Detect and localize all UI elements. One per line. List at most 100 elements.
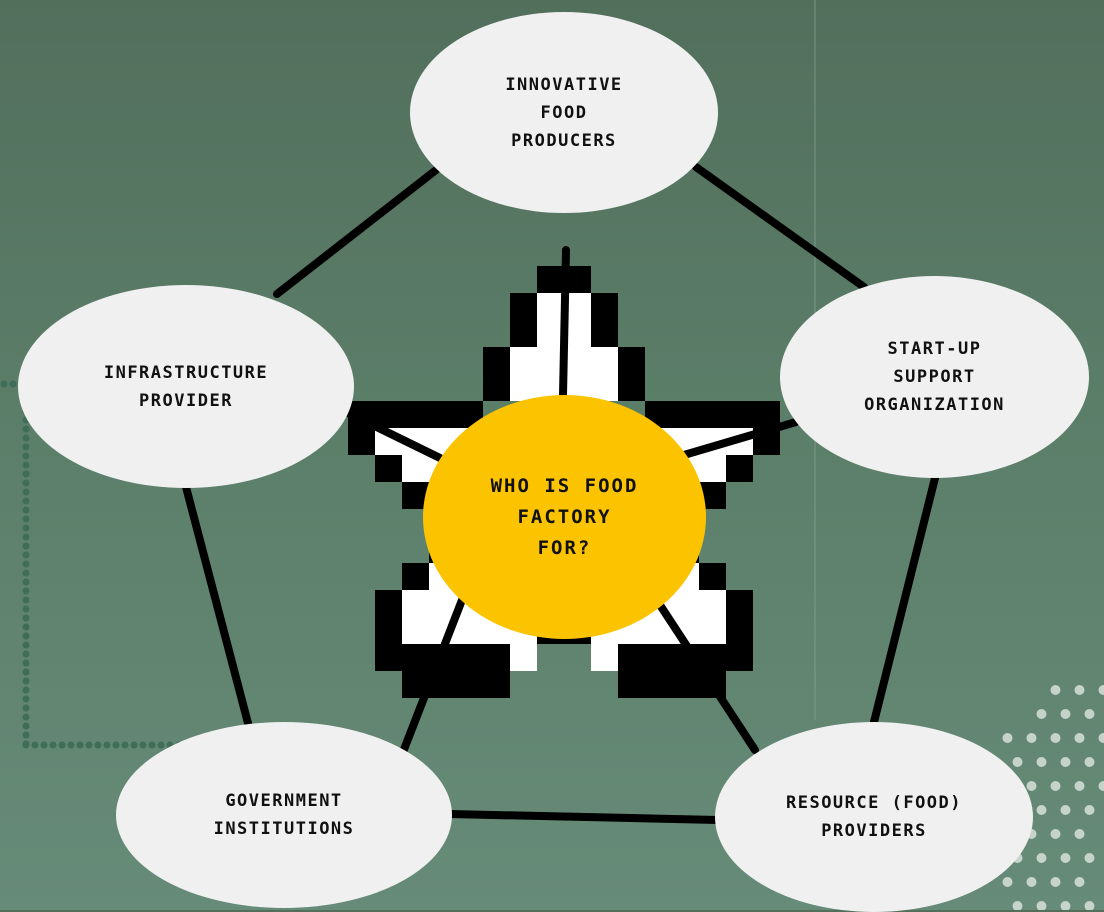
star-pixel bbox=[375, 590, 402, 617]
decor-dot bbox=[23, 624, 30, 631]
decor-dot bbox=[104, 742, 111, 749]
decor-dot bbox=[1075, 877, 1085, 887]
decor-dot bbox=[23, 498, 30, 505]
decor-dot bbox=[23, 732, 30, 739]
star-pixel bbox=[483, 347, 510, 374]
decor-dot bbox=[1085, 805, 1095, 815]
decor-dot bbox=[1013, 901, 1023, 910]
decor-dot bbox=[1037, 709, 1047, 719]
decor-dot bbox=[32, 742, 39, 749]
decor-dot bbox=[1037, 853, 1047, 863]
star-pixel bbox=[375, 617, 402, 644]
decor-dot bbox=[1061, 853, 1071, 863]
decor-dot bbox=[131, 742, 138, 749]
star-pixel bbox=[591, 320, 618, 347]
star-pixel bbox=[348, 428, 375, 455]
decor-dot bbox=[122, 742, 129, 749]
decor-dot bbox=[23, 453, 30, 460]
node-label: RESOURCE (FOOD) PROVIDERS bbox=[786, 789, 962, 845]
node-resource-food-providers: RESOURCE (FOOD) PROVIDERS bbox=[715, 722, 1033, 912]
decor-dot bbox=[140, 742, 147, 749]
star-pixel bbox=[375, 455, 402, 482]
decor-dot bbox=[23, 507, 30, 514]
decor-dot bbox=[1051, 733, 1061, 743]
star-pixel bbox=[591, 293, 618, 320]
star-pixel bbox=[618, 374, 645, 401]
decor-dot bbox=[59, 742, 66, 749]
decor-dot bbox=[1099, 733, 1104, 743]
star-pixel bbox=[699, 563, 726, 590]
star-pixel bbox=[591, 644, 618, 671]
edge-left-bottomleft bbox=[186, 487, 249, 727]
decor-dot bbox=[23, 633, 30, 640]
decor-dot bbox=[1061, 709, 1071, 719]
star-pixel bbox=[618, 347, 645, 374]
node-government-institutions: GOVERNMENT INSTITUTIONS bbox=[116, 722, 452, 908]
decor-dot bbox=[23, 516, 30, 523]
decor-dot bbox=[1085, 757, 1095, 767]
decor-dot bbox=[68, 742, 75, 749]
decor-dot bbox=[23, 588, 30, 595]
decor-dot bbox=[23, 642, 30, 649]
decor-dot bbox=[23, 696, 30, 703]
decor-dot bbox=[23, 651, 30, 658]
decor-dot bbox=[23, 705, 30, 712]
decor-dot bbox=[1061, 757, 1071, 767]
decor-dot bbox=[23, 714, 30, 721]
decor-dot bbox=[23, 534, 30, 541]
node-label: GOVERNMENT INSTITUTIONS bbox=[214, 787, 355, 843]
decor-dot bbox=[23, 742, 30, 749]
decor-dot bbox=[1085, 853, 1095, 863]
decor-dot bbox=[23, 552, 30, 559]
decor-dot bbox=[1051, 781, 1061, 791]
decor-dot bbox=[23, 480, 30, 487]
star-pixel bbox=[402, 563, 429, 590]
decor-dot bbox=[1061, 901, 1071, 910]
edge-bottom bbox=[450, 814, 718, 820]
decor-dot bbox=[1075, 829, 1085, 839]
decor-dot bbox=[1003, 733, 1013, 743]
decor-dot bbox=[23, 678, 30, 685]
star-pixel bbox=[483, 374, 510, 401]
decor-dot bbox=[1027, 781, 1037, 791]
decor-dot bbox=[1085, 709, 1095, 719]
decor-dot bbox=[1061, 805, 1071, 815]
decor-dot bbox=[23, 687, 30, 694]
star-pixel bbox=[510, 644, 537, 671]
node-label: INNOVATIVE FOOD PRODUCERS bbox=[505, 71, 622, 155]
decor-dot bbox=[23, 426, 30, 433]
edge-top-left bbox=[277, 170, 436, 294]
decor-dot bbox=[1013, 757, 1023, 767]
decor-dot bbox=[1051, 685, 1061, 695]
decor-dot bbox=[23, 660, 30, 667]
star-pixel bbox=[645, 401, 780, 428]
node-startup-support-organization: START-UP SUPPORT ORGANiZATiON bbox=[780, 276, 1089, 478]
decor-dot bbox=[1037, 901, 1047, 910]
decor-dot bbox=[149, 742, 156, 749]
star-pixel bbox=[402, 671, 510, 698]
decor-dot bbox=[23, 543, 30, 550]
decor-dot bbox=[1075, 781, 1085, 791]
star-pixel bbox=[510, 293, 537, 320]
decor-dot bbox=[23, 579, 30, 586]
center-question-label: WHO IS FOOD FACTORY FOR? bbox=[491, 471, 639, 564]
decor-dot bbox=[23, 444, 30, 451]
decor-dot bbox=[1099, 685, 1104, 695]
decor-dot bbox=[50, 742, 57, 749]
decor-dot bbox=[23, 525, 30, 532]
decor-dot bbox=[1051, 829, 1061, 839]
decor-dot bbox=[1075, 733, 1085, 743]
decor-dot bbox=[23, 597, 30, 604]
decor-dot bbox=[23, 615, 30, 622]
decor-dot bbox=[1027, 877, 1037, 887]
node-innovative-food-producers: INNOVATIVE FOOD PRODUCERS bbox=[410, 12, 718, 213]
decor-dot bbox=[1027, 733, 1037, 743]
decor-dot bbox=[77, 742, 84, 749]
decor-dot bbox=[1037, 757, 1047, 767]
decor-dot bbox=[23, 471, 30, 478]
decor-dot bbox=[1075, 685, 1085, 695]
decor-dot bbox=[10, 381, 17, 388]
node-infrastructure-provider: INFRASTRUCTURE PROVIDER bbox=[18, 285, 354, 488]
decor-dot bbox=[113, 742, 120, 749]
star-pixel bbox=[726, 617, 753, 644]
